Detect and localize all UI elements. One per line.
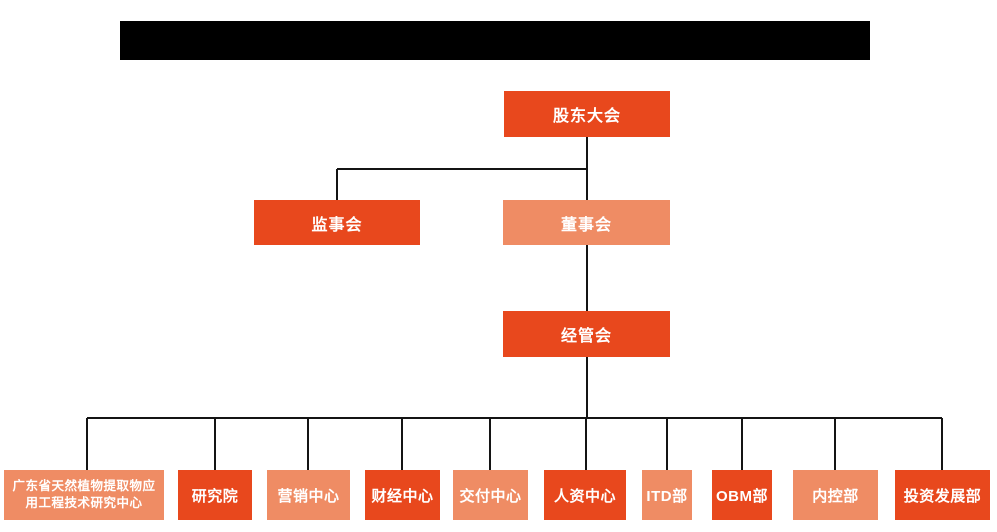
- org-node-obm-dept: OBM部: [712, 470, 772, 520]
- org-node-marketing-center: 营销中心: [267, 470, 350, 520]
- org-node-internal-control-dept: 内控部: [793, 470, 878, 520]
- org-node-investment-development-dept: 投资发展部: [895, 470, 990, 520]
- org-node-finance-center: 财经中心: [365, 470, 440, 520]
- org-node-board-of-directors: 董事会: [503, 200, 670, 245]
- org-node-research-institute: 研究院: [178, 470, 252, 520]
- org-node-management-committee: 经管会: [503, 311, 670, 357]
- org-node-supervisory-board: 监事会: [254, 200, 420, 245]
- org-node-itd-dept: ITD部: [642, 470, 692, 520]
- org-node-research-center: 广东省天然植物提取物应 用工程技术研究中心: [4, 470, 164, 520]
- redacted-title-bar: [120, 21, 870, 60]
- org-node-delivery-center: 交付中心: [453, 470, 528, 520]
- org-node-shareholders-meeting: 股东大会: [504, 91, 670, 137]
- org-node-hr-center: 人资中心: [544, 470, 626, 520]
